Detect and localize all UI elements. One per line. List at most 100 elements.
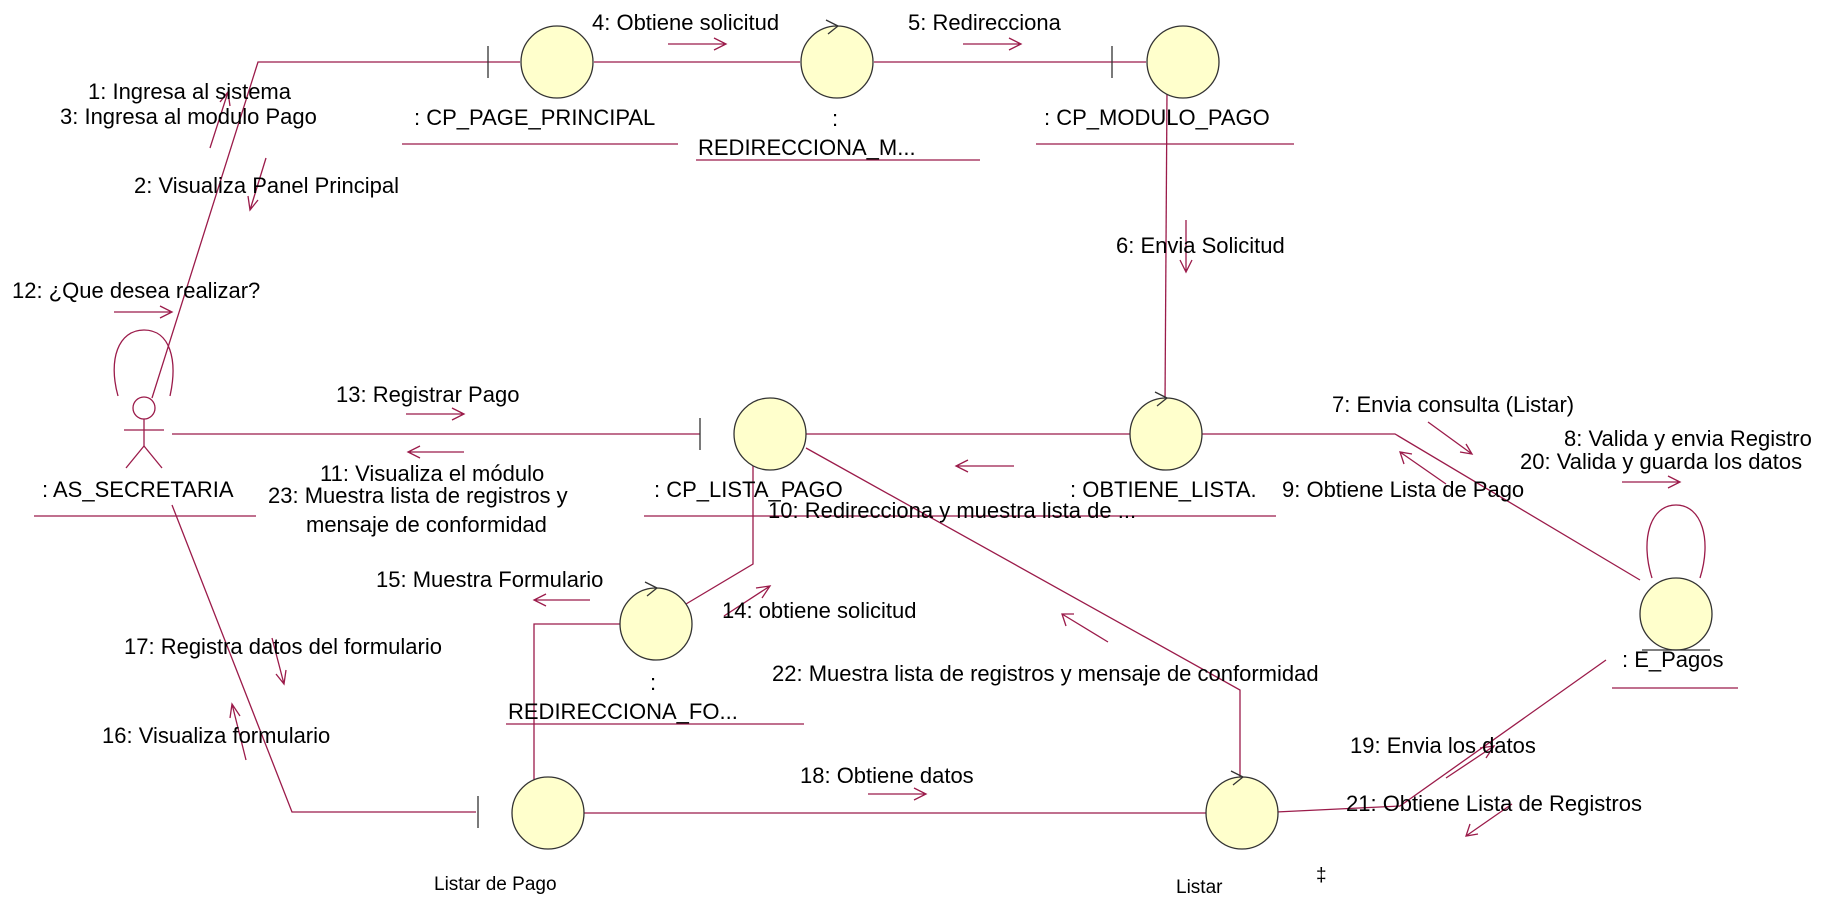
msg-12: 12: ¿Que desea realizar?: [12, 278, 260, 303]
msg-8: 8: Valida y envia Registro: [1564, 426, 1812, 451]
arrow-m11: [406, 445, 464, 459]
object-labels: : CP_PAGE_PRINCIPAL : REDIRECCIONA_M... …: [42, 105, 1724, 897]
arrow-m19: [1445, 745, 1496, 779]
link-modulo-pago-obtiene-lista: [1164, 89, 1168, 405]
actor-head: [132, 396, 156, 420]
arrow-m4: [668, 37, 728, 51]
arrow-m1: [209, 90, 231, 149]
object-redirecciona-m: [800, 19, 874, 99]
arrow-m22: [1061, 613, 1109, 643]
arrow-m10: [954, 459, 1014, 473]
label-redirecciona-fo-colon: :: [650, 670, 656, 695]
msg-21: 21: Obtiene Lista de Registros: [1346, 791, 1642, 816]
actor-as-secretaria: [124, 396, 164, 469]
message-arrows: [114, 37, 1682, 837]
link-actor-listar-de-pago: [171, 504, 476, 813]
msg-9: 9: Obtiene Lista de Pago: [1282, 477, 1524, 502]
self-loops: [113, 329, 1706, 579]
msg-13: 13: Registrar Pago: [336, 382, 519, 407]
label-e-pagos: : E_Pagos: [1622, 647, 1724, 672]
msg-19: 19: Envia los datos: [1350, 733, 1536, 758]
link-redirecciona-fo-listar-de-pago: [533, 623, 620, 788]
link-lista-pago-listar: [805, 447, 1241, 780]
arrow-m15: [532, 593, 590, 607]
message-labels: 1: Ingresa al sistema 3: Ingresa al modu…: [12, 10, 1812, 886]
msg-3: 3: Ingresa al modulo Pago: [60, 104, 317, 129]
label-redirecciona-fo: REDIRECCIONA_FO...: [508, 699, 738, 724]
stray-glyph: ‡: [1316, 865, 1327, 886]
arrow-m16: [229, 702, 247, 761]
control-arrowhead: [1230, 770, 1244, 786]
arrow-m5: [963, 37, 1023, 51]
msg-23b: mensaje de conformidad: [306, 512, 547, 537]
links: [151, 61, 1641, 814]
boundary-circle: [733, 397, 807, 471]
link-actor-page-principal: [151, 61, 520, 399]
object-listar: [1205, 770, 1279, 850]
label-as-secretaria: : AS_SECRETARIA: [42, 477, 234, 502]
label-cp-modulo-pago: : CP_MODULO_PAGO: [1044, 105, 1270, 130]
control-circle: [1129, 397, 1203, 471]
boundary-circle: [511, 776, 585, 850]
control-circle: [800, 25, 874, 99]
arrow-m9: [1399, 451, 1447, 485]
label-listar: Listar: [1176, 877, 1223, 897]
msg-20: 20: Valida y guarda los datos: [1520, 449, 1802, 474]
arrow-m12: [114, 305, 174, 319]
label-obtiene-lista: : OBTIENE_LISTA.: [1070, 477, 1257, 502]
link-lista-pago-redirecciona-fo: [685, 465, 754, 605]
arrow-m13: [406, 407, 466, 421]
msg-6: 6: Envia Solicitud: [1116, 233, 1285, 258]
label-listar-de-pago: Listar de Pago: [434, 874, 557, 895]
arrow-m14: [723, 585, 772, 617]
msg-10: 10: Redirecciona y muestra lista de ...: [768, 498, 1136, 523]
boundary-circle: [1146, 25, 1220, 99]
control-arrowhead: [825, 19, 839, 35]
arrow-m18: [868, 787, 928, 801]
object-underlines: [34, 143, 1738, 725]
msg-23a: 23: Muestra lista de registros y: [268, 483, 568, 508]
msg-1: 1: Ingresa al sistema: [88, 79, 292, 104]
msg-17: 17: Registra datos del formulario: [124, 634, 442, 659]
actor-leg-left: [125, 445, 145, 469]
msg-22: 22: Muestra lista de registros y mensaje…: [772, 661, 1319, 686]
arrow-m21: [1465, 803, 1513, 837]
arrow-m17: [271, 637, 287, 686]
label-redirecciona-m-colon: :: [832, 106, 838, 131]
msg-15: 15: Muestra Formulario: [376, 567, 603, 592]
control-arrowhead: [1154, 391, 1168, 407]
label-redirecciona-m: REDIRECCIONA_M...: [698, 135, 916, 160]
msg-16: 16: Visualiza formulario: [102, 723, 330, 748]
actor-leg-right: [143, 445, 163, 469]
arrow-m2: [247, 157, 267, 212]
object-listar-de-pago: [477, 776, 585, 850]
msg-14: 14: obtiene solicitud: [722, 598, 916, 623]
msg-4: 4: Obtiene solicitud: [592, 10, 779, 35]
label-cp-page-principal: : CP_PAGE_PRINCIPAL: [414, 105, 655, 130]
object-cp-modulo-pago: [1111, 25, 1220, 99]
msg-2: 2: Visualiza Panel Principal: [134, 173, 399, 198]
self-loop-epagos: [1646, 504, 1706, 579]
arrow-m7: [1427, 421, 1474, 455]
arrow-m6: [1179, 220, 1193, 274]
self-loop-actor: [113, 329, 174, 397]
object-cp-page-principal: [487, 25, 594, 99]
control-circle: [1205, 776, 1279, 850]
label-cp-lista-pago: : CP_LISTA_PAGO: [654, 477, 843, 502]
msg-11: 11: Visualiza el módulo: [320, 461, 544, 486]
boundary-circle: [520, 25, 594, 99]
control-arrowhead: [644, 581, 658, 597]
link-obtiene-lista-epagos: [1202, 433, 1641, 581]
link-listar-epagos: [1275, 659, 1607, 813]
object-e-pagos: [1639, 577, 1713, 651]
arrow-m8: [1622, 475, 1682, 489]
object-obtiene-lista: [1129, 391, 1203, 471]
object-cp-lista-pago: [699, 397, 807, 471]
msg-18: 18: Obtiene datos: [800, 763, 974, 788]
msg-5: 5: Redirecciona: [908, 10, 1062, 35]
object-redirecciona-fo: [619, 581, 693, 661]
msg-7: 7: Envia consulta (Listar): [1332, 392, 1574, 417]
control-circle: [619, 587, 693, 661]
entity-circle: [1639, 577, 1713, 651]
